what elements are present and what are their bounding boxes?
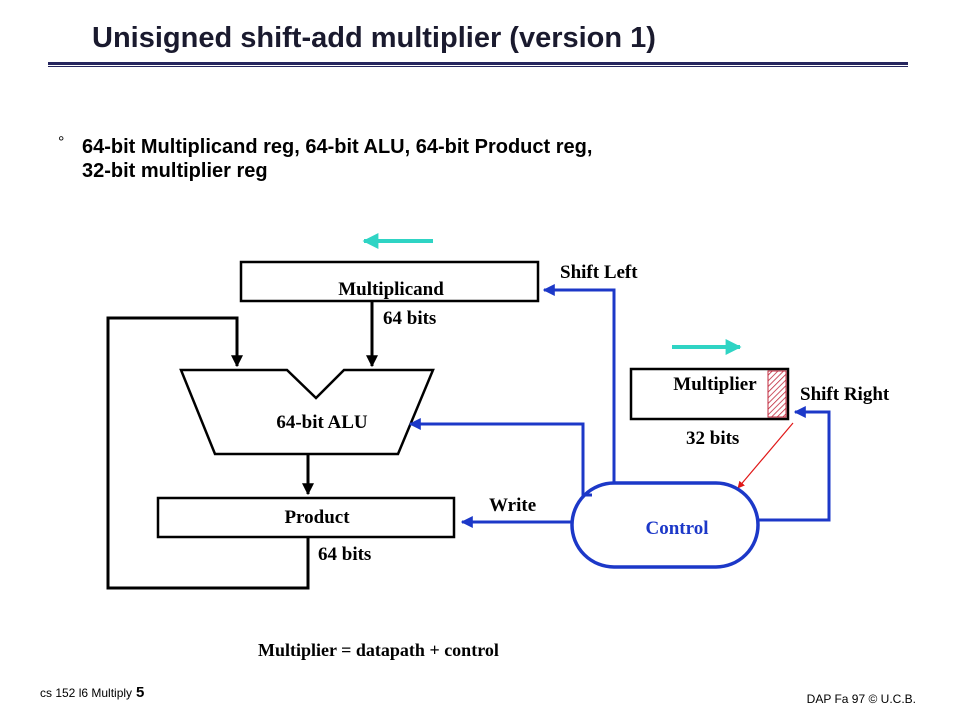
multiplier-register: [629, 367, 790, 421]
write-label: Write: [489, 495, 536, 516]
footer-credit: DAP Fa 97 © U.C.B.: [806, 692, 916, 706]
control-shift-left-wire: [542, 284, 616, 484]
shift-right-label: Shift Right: [800, 384, 890, 405]
bullet-marker: °: [58, 134, 65, 151]
multiplicand-register: [239, 260, 540, 303]
product-label: Product: [284, 507, 350, 528]
product-bits-label: 64 bits: [318, 544, 371, 565]
slide-title: Unisigned shift-add multiplier (version …: [92, 22, 656, 54]
alu-shape: [179, 368, 435, 456]
bullet-line-1: 64-bit Multiplicand reg, 64-bit ALU, 64-…: [82, 136, 593, 158]
multiplier-bits-label: 32 bits: [686, 428, 739, 449]
control-label: Control: [646, 518, 709, 539]
alu-label: 64-bit ALU: [276, 412, 368, 433]
title-rule-thin: [48, 66, 908, 67]
diagram-caption: Multiplier = datapath + control: [258, 640, 499, 660]
multiplicand-bits-label: 64 bits: [383, 308, 436, 329]
multiplier-lsb-to-control-pointer: [737, 422, 794, 489]
multiplicand-label: Multiplicand: [338, 279, 444, 300]
control-shift-right-wire: [758, 406, 831, 522]
control-alu-wire: [408, 418, 592, 497]
bullet-text: 64-bit Multiplicand reg, 64-bit ALU, 64-…: [82, 135, 842, 183]
multiplier-label: Multiplier: [673, 374, 757, 395]
shift-left-label: Shift Left: [560, 262, 638, 283]
control-unit: [570, 481, 760, 569]
product-feedback-wire: [106, 316, 310, 590]
product-register: [156, 496, 456, 539]
page-number: 5: [136, 684, 145, 701]
multiplier-lsb-bit: [767, 370, 787, 418]
footer-course-label: cs 152 l6 Multiply: [40, 686, 133, 700]
title-rule: [48, 62, 908, 65]
bullet-line-2: 32-bit multiplier reg: [82, 160, 268, 182]
